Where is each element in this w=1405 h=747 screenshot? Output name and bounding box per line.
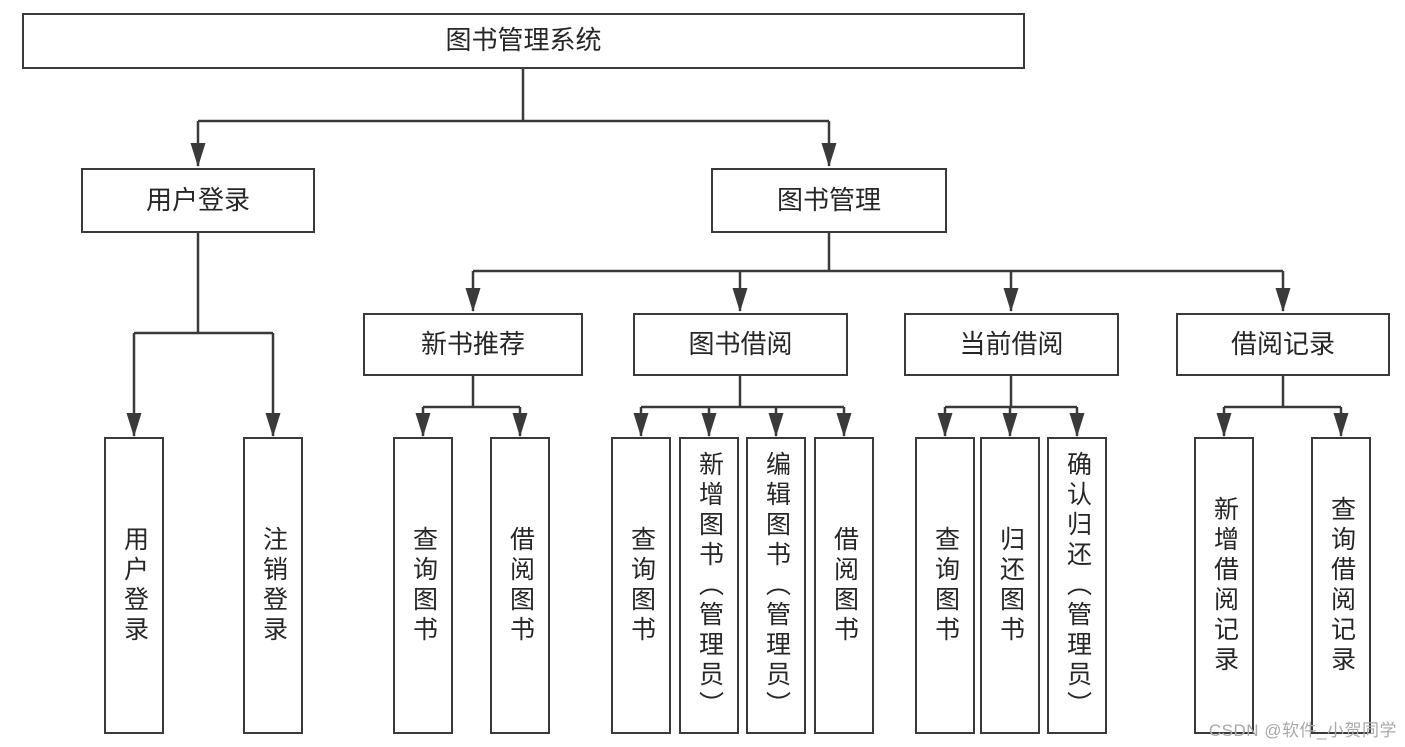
leaf-borrow-books-2: 借阅图书 — [814, 437, 874, 734]
node-current-borrowing: 当前借阅 — [904, 313, 1119, 376]
connector-book-borrowing — [633, 376, 852, 437]
leaf-logout: 注销登录 — [243, 437, 303, 734]
leaf-return-books-label: 归还图书 — [996, 525, 1025, 646]
leaf-return-books: 归还图书 — [980, 437, 1040, 734]
node-book-borrowing: 图书借阅 — [633, 313, 848, 376]
connector-user-login — [126, 233, 281, 437]
leaf-borrow-books-2-label: 借阅图书 — [830, 525, 859, 646]
leaf-edit-books-admin-label: 编辑图书（管理员） — [762, 450, 791, 721]
connector-new-book-recommendation — [415, 376, 528, 437]
csdn-watermark: CSDN @软件_小贺同学 — [1208, 721, 1397, 740]
leaf-add-books-admin: 新增图书（管理员） — [679, 437, 739, 734]
leaf-query-books-1: 查询图书 — [393, 437, 453, 734]
leaf-edit-books-admin: 编辑图书（管理员） — [746, 437, 806, 734]
leaf-query-books-3-label: 查询图书 — [931, 525, 960, 646]
connector-book-management — [465, 233, 1291, 312]
node-book-management: 图书管理 — [711, 168, 947, 233]
connector-borrowing-records — [1216, 376, 1349, 437]
leaf-add-borrow-record: 新增借阅记录 — [1194, 437, 1254, 734]
leaf-add-books-admin-label: 新增图书（管理员） — [695, 450, 724, 721]
node-user-login: 用户登录 — [81, 168, 315, 233]
node-new-book-recommendation: 新书推荐 — [363, 313, 583, 376]
leaf-user-login: 用户登录 — [104, 437, 164, 734]
leaf-query-borrow-record: 查询借阅记录 — [1311, 437, 1371, 734]
leaf-add-borrow-record-label: 新增借阅记录 — [1210, 495, 1239, 676]
leaf-query-books-2-label: 查询图书 — [627, 525, 656, 646]
leaf-confirm-return-admin: 确认归还（管理员） — [1047, 437, 1107, 734]
leaf-borrow-books-1-label: 借阅图书 — [506, 525, 535, 646]
leaf-query-books-3: 查询图书 — [915, 437, 975, 734]
connector-root — [190, 69, 837, 167]
leaf-borrow-books-1: 借阅图书 — [490, 437, 550, 734]
leaf-confirm-return-admin-label: 确认归还（管理员） — [1063, 450, 1092, 721]
leaf-query-books-2: 查询图书 — [611, 437, 671, 734]
leaf-logout-label: 注销登录 — [259, 525, 288, 646]
leaf-query-borrow-record-label: 查询借阅记录 — [1327, 495, 1356, 676]
leaf-query-books-1-label: 查询图书 — [409, 525, 438, 646]
node-library-management-system: 图书管理系统 — [22, 13, 1025, 69]
node-borrowing-records: 借阅记录 — [1176, 313, 1390, 376]
connector-current-borrowing — [937, 376, 1085, 437]
leaf-user-login-label: 用户登录 — [120, 525, 149, 646]
